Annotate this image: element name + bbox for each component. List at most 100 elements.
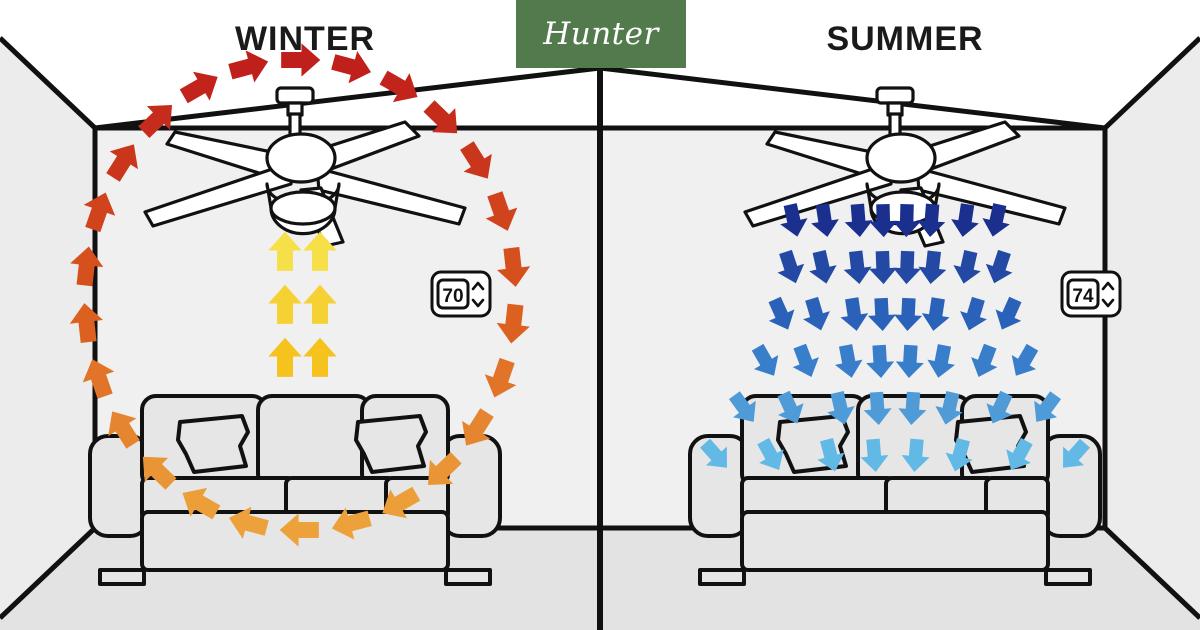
winter-loop-arrow <box>462 408 494 446</box>
summer-downdraft-arrow <box>960 296 987 331</box>
summer-downdraft-arrow <box>811 203 839 237</box>
summer-downdraft-arrow <box>700 438 727 468</box>
winter-loop-arrow <box>138 104 173 138</box>
winter-loop-arrow <box>379 70 418 103</box>
winter-updraft-arrow <box>268 231 302 271</box>
summer-downdraft-arrow <box>953 250 981 284</box>
winter-thermostat-value: 70 <box>442 286 463 307</box>
winter-ceiling <box>0 38 600 128</box>
winter-loop-arrow <box>423 100 458 134</box>
summer-downdraft-arrow <box>844 203 873 238</box>
summer-downdraft-arrow <box>777 390 804 424</box>
summer-downdraft-arrow <box>985 249 1013 284</box>
summer-downdraft-arrow <box>982 203 1010 237</box>
winter-updraft-arrow <box>268 284 302 324</box>
summer-downdraft-arrow <box>971 343 998 377</box>
chevron-up-icon[interactable] <box>1101 281 1115 291</box>
winter-left-wall <box>0 38 95 618</box>
summer-downdraft-arrow <box>901 438 930 473</box>
winter-loop-arrow <box>228 506 269 539</box>
summer-downdraft-arrow <box>1006 437 1033 470</box>
summer-downdraft-arrow <box>840 297 869 331</box>
chevron-down-icon[interactable] <box>1101 298 1115 308</box>
winter-loop-arrow <box>179 71 218 104</box>
summer-downdraft-arrow <box>1063 438 1090 468</box>
winter-loop-arrow <box>484 357 517 398</box>
summer-downdraft-arrow <box>867 297 896 332</box>
summer-downdraft-arrow <box>768 296 795 330</box>
summer-downdraft-arrow <box>868 250 898 285</box>
summer-downdraft-arrow <box>921 297 950 331</box>
winter-loop-arrow <box>382 486 421 519</box>
summer-downdraft-arrow <box>866 344 895 379</box>
brand-logo: Hunter <box>516 0 686 68</box>
winter-updraft-arrow <box>303 231 337 271</box>
summer-downdraft-arrow <box>780 203 808 237</box>
winter-loop-arrow <box>485 191 518 231</box>
summer-downdraft-arrow <box>986 390 1013 424</box>
summer-downdraft-arrow <box>935 391 963 425</box>
brand-logo-text: Hunter <box>543 16 659 52</box>
winter-loop-arrow <box>69 303 103 343</box>
winter-loop-arrow <box>82 359 115 399</box>
winter-loop-arrow <box>228 50 269 83</box>
winter-loop-arrow <box>281 43 321 77</box>
chevron-up-icon[interactable] <box>471 281 485 291</box>
summer-downdraft-arrow <box>751 343 779 376</box>
winter-loop-arrow <box>331 51 372 84</box>
winter-loop-arrow <box>70 246 104 287</box>
summer-downdraft-arrow <box>892 203 921 238</box>
chevron-down-icon[interactable] <box>471 298 485 308</box>
summer-downdraft-arrow <box>927 344 956 378</box>
summer-downdraft-arrow <box>827 391 855 425</box>
summer-downdraft-arrow <box>809 250 837 284</box>
summer-downdraft-arrow <box>917 203 946 238</box>
summer-downdraft-arrow <box>898 391 927 426</box>
summer-downdraft-arrow <box>869 203 898 238</box>
summer-downdraft-arrow <box>995 296 1022 330</box>
winter-circulation-arrows <box>69 43 531 547</box>
summer-downdraft-arrow <box>1011 343 1039 376</box>
summer-downdraft-arrow <box>892 250 922 285</box>
summer-thermostat[interactable]: 74 <box>1060 270 1122 318</box>
summer-downdraft-arrow <box>803 296 830 331</box>
summer-sofa <box>688 394 1102 586</box>
winter-loop-arrow <box>142 456 177 490</box>
winter-loop-arrow <box>331 507 372 540</box>
winter-loop-arrow <box>460 141 492 179</box>
winter-thermostat[interactable]: 70 <box>430 270 492 318</box>
summer-downdraft-arrow <box>860 438 889 473</box>
summer-downdraft-arrow <box>777 249 805 284</box>
winter-loop-arrow <box>182 487 221 520</box>
winter-updraft-arrows <box>268 231 337 377</box>
winter-loop-arrow <box>496 303 530 344</box>
summer-downdraft-arrow <box>843 250 872 284</box>
winter-loop-arrow <box>497 247 531 287</box>
summer-panel-title: SUMMER <box>826 20 984 58</box>
summer-downdraft-arrow <box>817 437 845 472</box>
summer-right-wall <box>1105 38 1200 618</box>
winter-ceiling-fan <box>143 86 467 248</box>
winter-updraft-arrow <box>268 337 302 377</box>
winter-updraft-arrow <box>303 284 337 324</box>
summer-downdraft-arrows <box>700 203 1090 473</box>
summer-downdraft-arrow <box>728 391 756 422</box>
summer-downdraft-arrow <box>792 343 819 377</box>
summer-downdraft-arrow <box>895 344 924 379</box>
winter-loop-arrow <box>279 513 319 547</box>
summer-downdraft-arrow <box>834 344 863 378</box>
winter-sofa <box>88 394 502 586</box>
winter-loop-arrow <box>83 192 116 233</box>
summer-downdraft-arrow <box>951 203 979 237</box>
summer-downdraft-arrow <box>894 297 923 332</box>
winter-loop-arrow <box>427 452 462 486</box>
winter-loop-arrow <box>108 411 140 449</box>
summer-downdraft-arrow <box>757 437 784 470</box>
winter-panel-title: WINTER <box>234 20 376 58</box>
winter-loop-arrow <box>106 144 138 182</box>
summer-downdraft-arrow <box>918 250 947 284</box>
summer-downdraft-arrow <box>945 437 973 472</box>
summer-downdraft-arrow <box>1034 391 1062 422</box>
